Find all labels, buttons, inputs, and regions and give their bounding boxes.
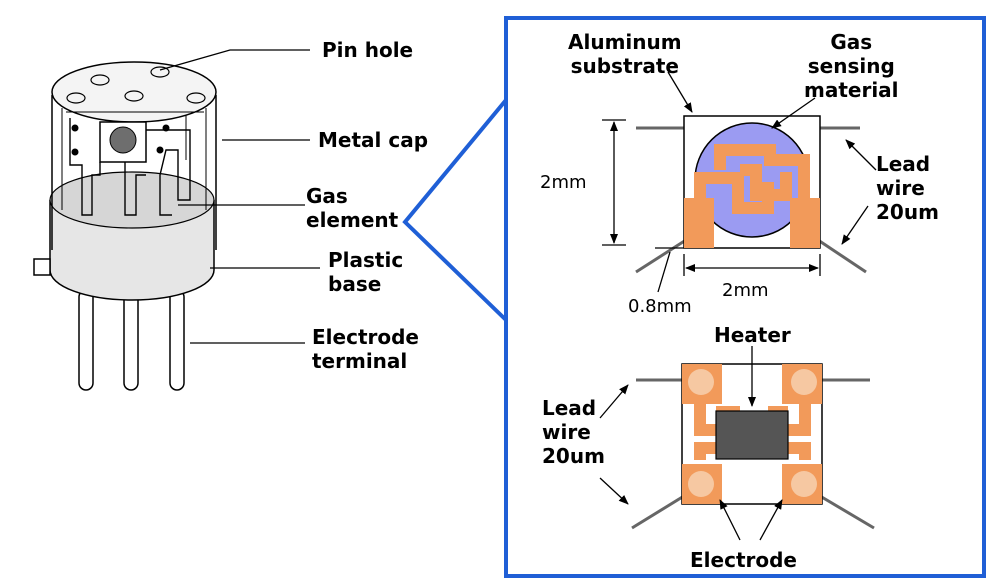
sensor-leaders [159, 49, 320, 344]
electrode-pad [688, 369, 714, 395]
electrode-pad [791, 471, 817, 497]
aluminum-substrate-label: Aluminum substrate [568, 30, 682, 78]
metal-cap-body [51, 95, 217, 250]
electrode-pin [78, 289, 94, 391]
thickness-dimension: 0.8mm [628, 296, 692, 317]
electrode-pad [791, 369, 817, 395]
electrode-pin [123, 289, 139, 391]
interdigitated-electrode [694, 144, 810, 214]
lead-wire-top-label: Lead wire 20um [876, 152, 939, 224]
lead-wire-bottom-label: Lead wire 20um [542, 396, 605, 468]
electrode-pad [688, 471, 714, 497]
electrode-pin [169, 289, 185, 391]
index-tab [33, 258, 51, 276]
height-dimension: 2mm [540, 172, 587, 193]
metal-cap-top [51, 61, 217, 123]
element-top-view [602, 71, 877, 293]
electrode-label: Electrode [690, 548, 797, 572]
width-dimension: 2mm [722, 280, 769, 301]
heater-label: Heater [714, 323, 791, 347]
metal-cap-label: Metal cap [318, 128, 429, 152]
plastic-base [49, 200, 215, 301]
electrode-terminal-label: Electrode terminal [312, 325, 419, 373]
gas-sensing-material-label: Gas sensing material [804, 30, 899, 102]
heater-element [715, 410, 789, 460]
callout-frame [504, 16, 986, 578]
element-bottom-view [599, 346, 875, 541]
sensor-package [33, 61, 217, 391]
plastic-base-label: Plastic base [328, 248, 404, 296]
gas-element-label: Gas element [306, 184, 399, 232]
zoom-callout [402, 16, 986, 578]
pin-hole-label: Pin hole [322, 38, 414, 62]
